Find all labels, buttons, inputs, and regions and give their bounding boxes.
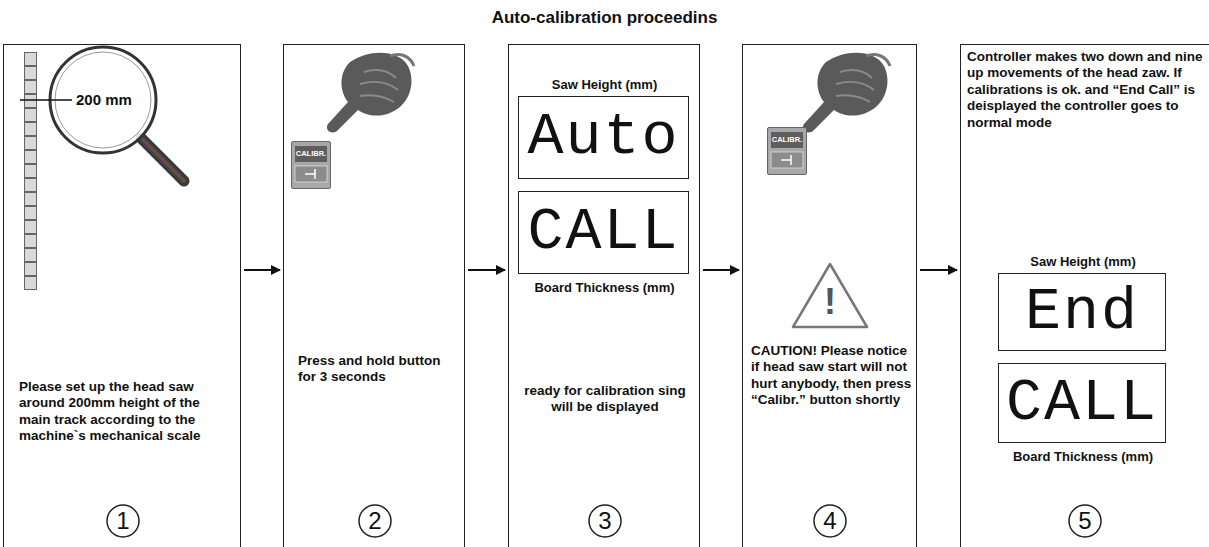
step-text: ready for calibration sing will be displ…: [519, 383, 691, 416]
step-text: Please set up the head saw around 200mm …: [19, 379, 224, 445]
display-caption: Board Thickness (mm): [984, 449, 1182, 464]
calibr-button: CALIBR.: [291, 141, 331, 189]
display-caption: Saw Height (mm): [984, 254, 1182, 269]
warning-triangle: [793, 264, 867, 327]
step-text: Press and hold button for 3 seconds: [298, 353, 458, 386]
display-readout: CALL: [999, 364, 1165, 442]
callout-number: 4: [813, 504, 847, 538]
flow-arrow: [703, 269, 739, 271]
display-readout: CALL: [519, 192, 688, 273]
step-panel: Controller makes two down and nine up mo…: [960, 44, 1209, 547]
lcd-display: Saw Height (mm)End: [998, 273, 1166, 351]
display-caption: Saw Height (mm): [504, 77, 705, 92]
display-readout: End: [999, 274, 1165, 350]
callout-number: 1: [106, 504, 140, 538]
hand-icon: [803, 53, 890, 133]
diagram-title: Auto-calibration proceedins: [0, 8, 1209, 28]
display-caption: Board Thickness (mm): [504, 280, 705, 295]
button-label: CALIBR.: [295, 146, 327, 162]
calibr-button: CALIBR.: [767, 127, 807, 175]
step-text: CAUTION! Please notice if head saw start…: [751, 343, 913, 409]
step-number: 4: [813, 504, 847, 538]
flow-arrow: [244, 269, 280, 271]
step-panel: Press and hold button for 3 seconds CALIB…: [283, 44, 465, 547]
step-panel: CAUTION! Please notice if head saw start…: [742, 44, 917, 547]
step-number: 5: [1068, 504, 1102, 538]
hand-icon: [327, 53, 414, 133]
lcd-display: Saw Height (mm)Auto: [518, 96, 689, 179]
lcd-display: CALLBoard Thickness (mm): [518, 191, 689, 274]
step-number: 1: [106, 504, 140, 538]
flow-arrow: [920, 269, 957, 271]
dimension-label: 200 mm: [76, 91, 132, 108]
step-panel: ready for calibration sing will be displ…: [508, 44, 700, 547]
lcd-display: CALLBoard Thickness (mm): [998, 363, 1166, 443]
leader-line: [20, 99, 72, 101]
step-text: Controller makes two down and nine up mo…: [967, 49, 1207, 131]
callout-number: 3: [588, 504, 622, 538]
ruler-scale: [24, 52, 37, 290]
step-number: 3: [588, 504, 622, 538]
step-panel: Please set up the head saw around 200mm …: [3, 44, 241, 547]
step-number: 2: [358, 504, 392, 538]
magnifier-handle: [141, 138, 184, 181]
display-readout: Auto: [519, 97, 688, 178]
callout-number: 2: [358, 504, 392, 538]
flow-arrow: [468, 269, 505, 271]
button-label: CALIBR.: [771, 132, 803, 148]
warning-mark: !: [818, 284, 842, 320]
callout-number: 5: [1068, 504, 1102, 538]
